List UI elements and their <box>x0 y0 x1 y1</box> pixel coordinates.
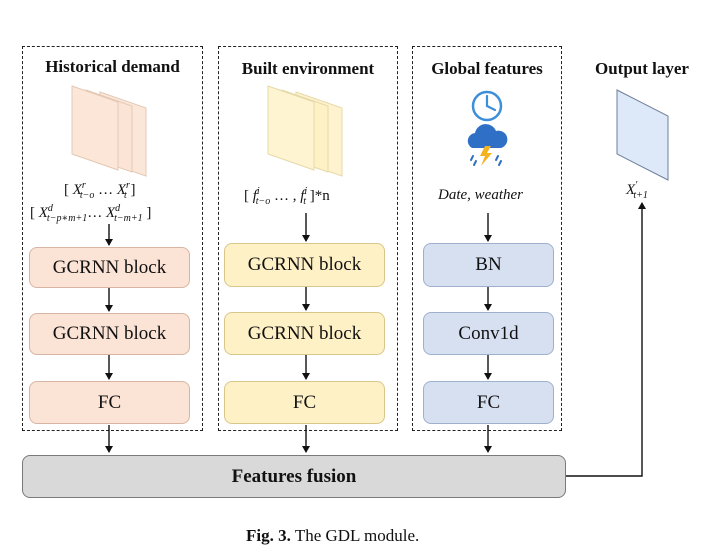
figure-caption: Fig. 3. The GDL module. <box>246 526 419 546</box>
built-gcrnn-block-1: GCRNN block <box>224 243 385 287</box>
global-title: Global features <box>431 59 543 78</box>
historical-input-line1: [ Xrt−o … Xrt ] <box>64 180 136 201</box>
historical-gcrnn-block-1: GCRNN block <box>29 247 190 288</box>
built-title: Built environment <box>241 59 375 78</box>
built-frame <box>218 46 398 431</box>
built-input: [ fit−o … , fit ]*n <box>244 186 330 207</box>
arrow-fusion-output <box>566 202 646 477</box>
clock-icon <box>471 90 503 122</box>
historical-gcrnn-block-2: GCRNN block <box>29 313 190 355</box>
weather-storm-icon <box>467 124 508 166</box>
historical-fc-block: FC <box>29 381 190 424</box>
features-fusion-block: Features fusion <box>22 455 566 498</box>
global-conv1d-block: Conv1d <box>423 312 554 355</box>
global-frame <box>412 46 562 431</box>
global-bn-block: BN <box>423 243 554 287</box>
output-variable: X′t+1 <box>626 180 648 201</box>
figure-caption-text: The GDL module. <box>294 526 420 545</box>
built-tensor-stack-icon <box>267 85 343 177</box>
figure-caption-label: Fig. 3. <box>246 526 291 545</box>
built-fc-block: FC <box>224 381 385 424</box>
global-fc-block: FC <box>423 381 554 424</box>
output-title: Output layer <box>595 59 689 78</box>
built-gcrnn-block-2: GCRNN block <box>224 312 385 355</box>
output-plane-icon <box>616 89 669 181</box>
global-input-label: Date, weather <box>438 187 523 203</box>
historical-input-line2: [ Xdt−p∗m+1… Xdt−m+1 ] <box>30 203 152 224</box>
historical-title: Historical demand <box>45 57 180 76</box>
historical-tensor-stack-icon <box>71 85 147 177</box>
historical-frame <box>22 46 203 431</box>
